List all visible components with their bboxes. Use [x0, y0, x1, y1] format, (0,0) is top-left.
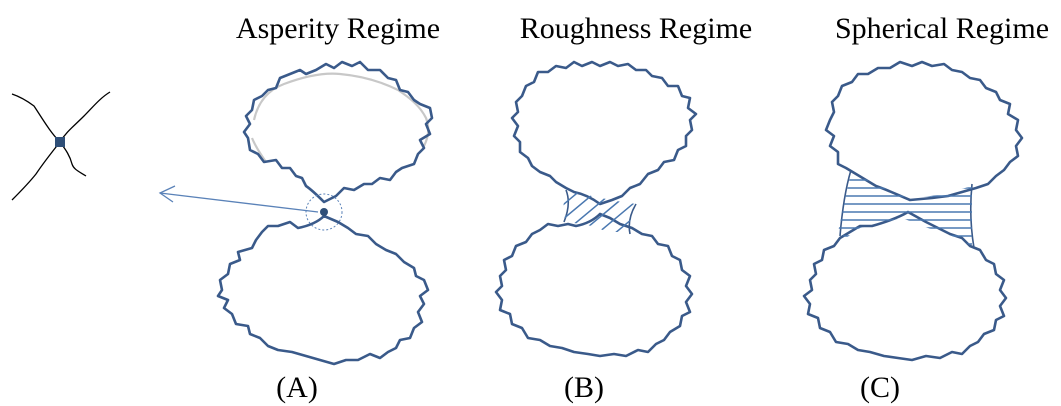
meniscus-outline	[563, 189, 637, 235]
inset-branch-lower-right	[59, 141, 87, 177]
bond-hatching	[562, 190, 636, 232]
panel-label-c: (C)	[860, 371, 900, 404]
meniscus-outline	[839, 169, 975, 249]
panel-label-b: (B)	[564, 371, 604, 404]
inset-contact-node	[55, 137, 65, 147]
contact-zoom-inset	[11, 91, 111, 201]
ghost-outline	[250, 72, 430, 163]
contact-zone-circle	[305, 193, 343, 231]
inset-branch-upper-right	[59, 91, 111, 143]
title-roughness-regime: Roughness Regime	[520, 12, 753, 45]
lower-particle-outline	[802, 210, 1008, 362]
panel-a-asperity	[216, 60, 434, 366]
upper-particle-outline	[242, 60, 434, 204]
title-asperity-regime: Asperity Regime	[236, 12, 440, 45]
bond-hatching	[838, 179, 972, 245]
inset-branch-lower-left	[11, 141, 61, 201]
inset-branch-upper-left	[11, 93, 61, 143]
contact-point	[320, 208, 328, 216]
lower-particle-outline	[216, 214, 430, 366]
panel-label-a: (A)	[276, 371, 318, 404]
panel-c-spherical	[802, 60, 1024, 362]
title-spherical-regime: Spherical Regime	[835, 12, 1049, 45]
panel-b-roughness	[494, 60, 698, 358]
lower-particle-outline	[494, 212, 694, 358]
zoom-arrow	[158, 185, 319, 213]
upper-particle-outline	[824, 60, 1024, 202]
upper-particle-outline	[510, 60, 698, 206]
